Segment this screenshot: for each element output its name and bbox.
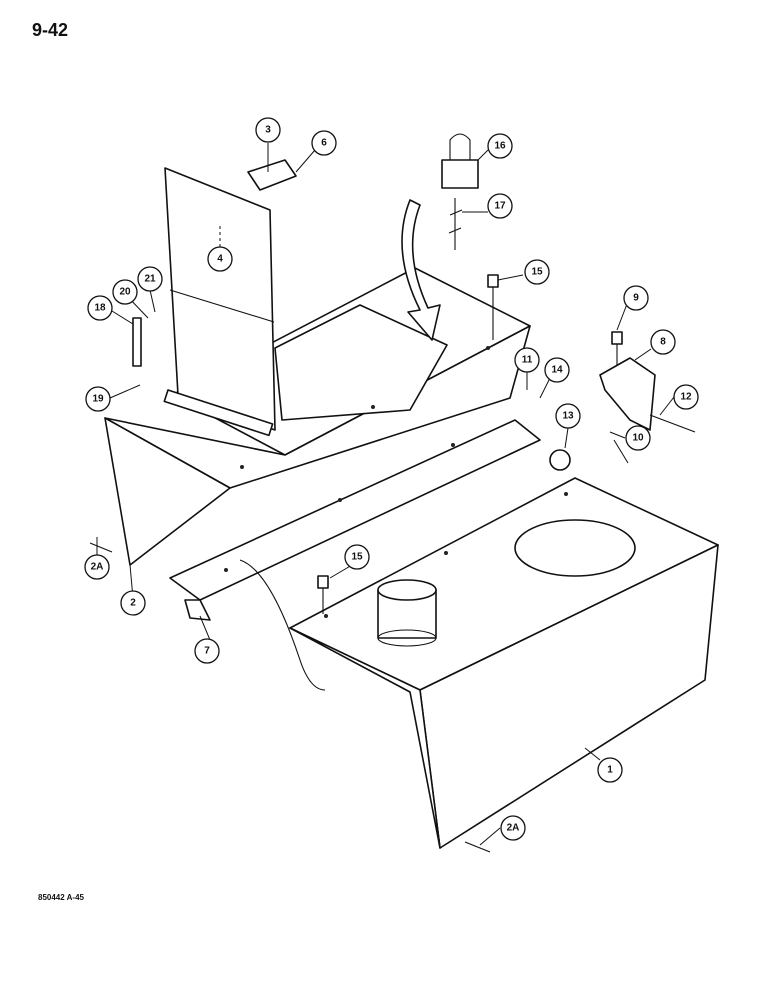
grommet [549,449,571,471]
svg-text:2A: 2A [91,562,104,573]
callout-9: 9 [623,285,649,311]
svg-text:13: 13 [562,411,574,422]
callout-13: 13 [555,403,581,429]
svg-text:4: 4 [217,254,223,265]
bolt-2A-lower [464,841,491,853]
bolt-15-upper [487,274,499,288]
svg-text:1: 1 [607,765,613,776]
callout-10: 10 [625,425,651,451]
svg-text:18: 18 [94,303,106,314]
svg-text:7: 7 [204,646,210,657]
callout-16: 16 [487,133,513,159]
svg-text:15: 15 [531,267,543,278]
svg-text:10: 10 [632,433,644,444]
figure-code: 850442 A-45 [38,893,84,902]
callout-21: 21 [137,266,163,292]
assembly-arrow [401,199,441,341]
latch [247,159,297,191]
svg-text:2: 2 [130,598,136,609]
svg-text:12: 12 [680,392,692,403]
bolt-12 [649,414,696,433]
callout-12: 12 [673,384,699,410]
padlock [441,133,479,189]
callout-15-lower: 15 [344,544,370,570]
callout-18: 18 [87,295,113,321]
callout-19: 19 [85,386,111,412]
hinged-lid [163,167,276,437]
callout-17: 17 [487,193,513,219]
bolt-15-lower [317,575,329,589]
svg-text:11: 11 [522,355,533,366]
callout-20: 20 [112,279,138,305]
svg-text:16: 16 [494,141,506,152]
callout-8: 8 [650,329,676,355]
hasp-bracket [132,317,142,367]
bolt-9 [611,331,623,345]
svg-text:15: 15 [351,552,363,563]
svg-text:14: 14 [551,365,563,376]
callout-4: 4 [207,246,233,272]
callout-6: 6 [311,130,337,156]
bolt-2A-upper [89,542,113,553]
svg-text:21: 21 [144,274,156,285]
callout-14: 14 [544,357,570,383]
callout-2A-upper: 2A [84,554,110,580]
callout-7: 7 [194,638,220,664]
svg-text:19: 19 [92,394,104,405]
key [448,198,463,250]
callout-3: 3 [255,117,281,143]
callout-1: 1 [597,757,623,783]
svg-text:3: 3 [265,125,271,136]
svg-text:2A: 2A [507,823,520,834]
svg-text:9: 9 [633,293,639,304]
svg-text:8: 8 [660,337,666,348]
svg-text:6: 6 [321,138,327,149]
svg-text:20: 20 [119,287,131,298]
support-rail [169,419,541,621]
lower-cover-panel [289,477,719,849]
page-number: 9-42 [32,20,69,40]
bracket [599,357,656,431]
callout-15-upper: 15 [524,259,550,285]
callout-2: 2 [120,590,146,616]
callout-2A-lower: 2A [500,815,526,841]
svg-text:17: 17 [494,201,506,212]
callout-11-upper: 11 [514,347,540,373]
